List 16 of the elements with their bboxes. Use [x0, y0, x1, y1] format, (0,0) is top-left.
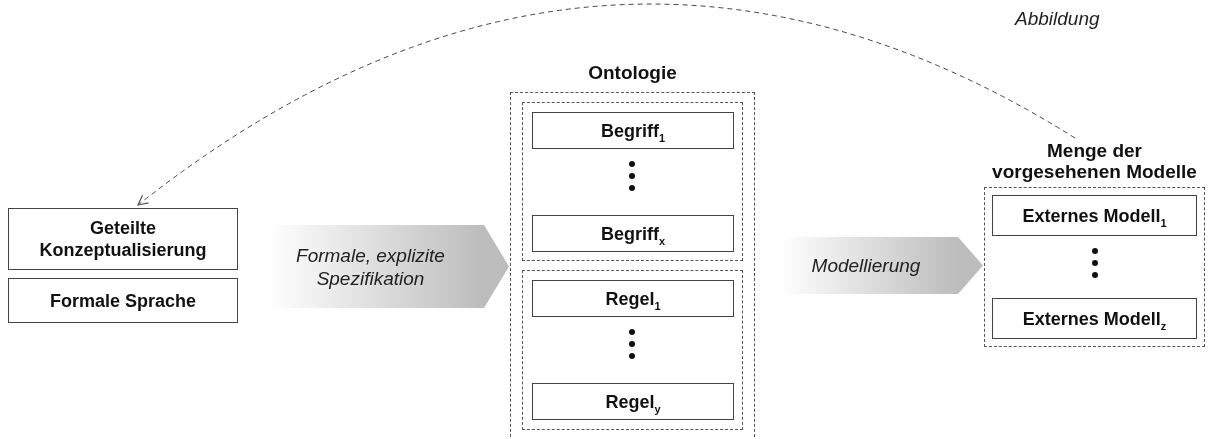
concept-box: Formale Sprache — [8, 278, 238, 323]
dashed-group-box — [522, 102, 743, 261]
concept-box: Externes Modell$_{z}$ — [992, 298, 1197, 339]
dashed-arrow — [137, 4, 1076, 206]
concept-box: Regel$_{1}$ — [532, 280, 734, 317]
concept-box: Begriff$_{1}$ — [532, 112, 734, 149]
concept-box: Externes Modell$_{1}$ — [992, 195, 1197, 236]
dashed-group-box — [522, 270, 743, 430]
concept-box: Regel$_{y}$ — [532, 383, 734, 420]
edge-label: Formale, explizite Spezifikation — [295, 243, 446, 290]
edge-label: Modellierung — [810, 254, 922, 277]
edge-label: Abbildung — [1015, 7, 1100, 30]
concept-box: Geteilte Konzeptualisierung — [8, 208, 238, 270]
group-heading: Ontologie — [587, 62, 678, 83]
group-heading: Menge der vorgesehenen Modelle — [991, 140, 1198, 182]
concept-box: Begriff$_{x}$ — [532, 215, 734, 252]
